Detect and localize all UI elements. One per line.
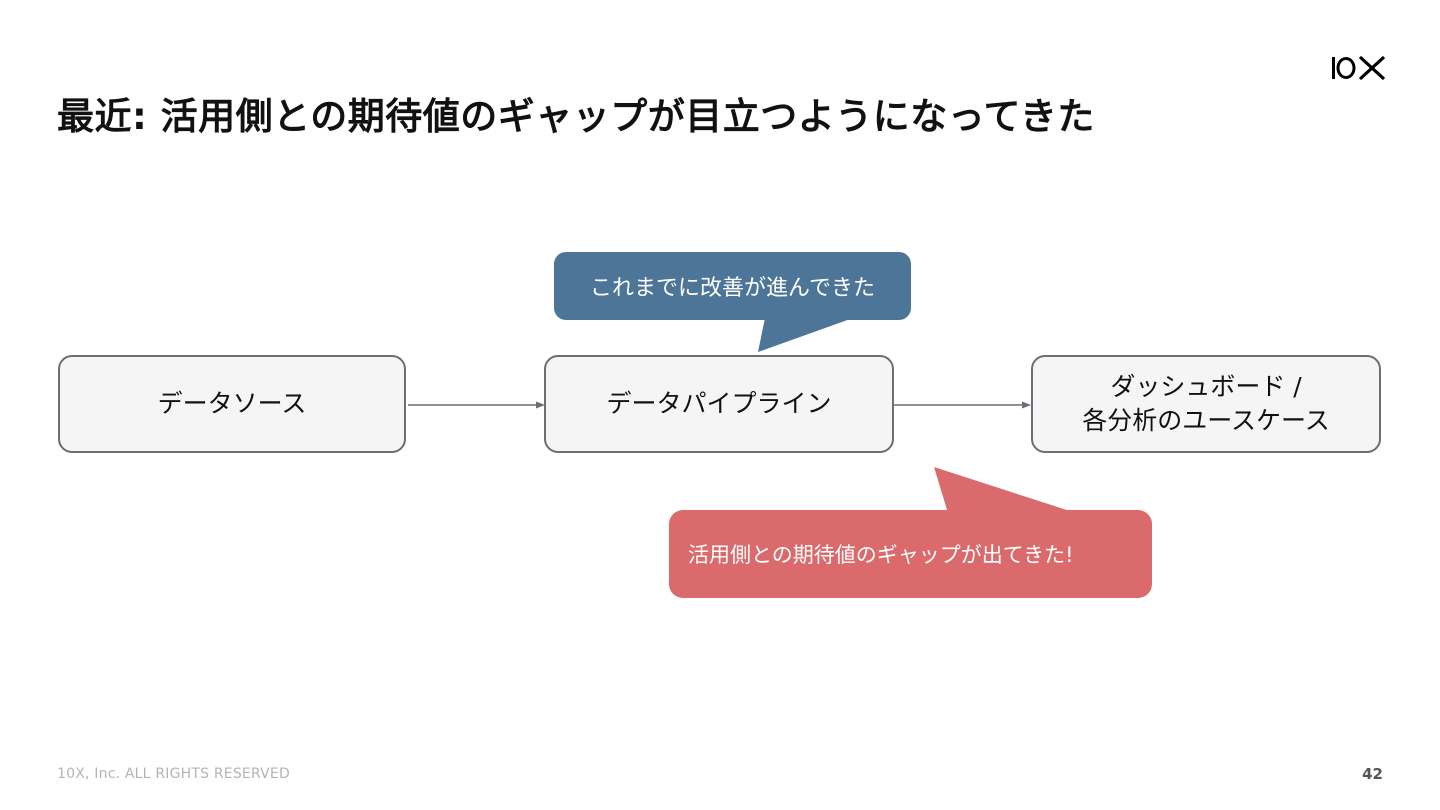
node-label-line-1: ダッシュボード / (1110, 372, 1302, 401)
arrow-pipeline-to-dashboard (894, 401, 1031, 409)
arrow-source-to-pipeline (408, 401, 545, 409)
node-data-source: データソース (58, 355, 406, 453)
callout-improvements: これまでに改善が進んできた (554, 252, 911, 320)
node-label-line-2: 各分析のユースケース (1082, 406, 1330, 435)
company-logo (1332, 55, 1385, 81)
top-callout-tail (758, 318, 853, 352)
callout-text: これまでに改善が進んできた (590, 276, 875, 301)
callout-expectation-gap: 活用側との期待値のギャップが出てきた! (669, 510, 1152, 598)
node-dashboard-use-cases: ダッシュボード / 各分析のユースケース (1031, 355, 1381, 453)
node-label: データソース (157, 389, 307, 418)
page-number: 42 (1362, 765, 1383, 783)
bottom-callout-tail (934, 467, 1076, 513)
footer-copyright: 10X, Inc. ALL RIGHTS RESERVED (57, 766, 290, 782)
node-label: データパイプライン (606, 389, 832, 418)
slide-title: 最近: 活用側との期待値のギャップが目立つようになってきた (57, 95, 1095, 138)
callout-text: 活用側との期待値のギャップが出てきた! (688, 543, 1074, 567)
node-data-pipeline: データパイプライン (544, 355, 894, 453)
